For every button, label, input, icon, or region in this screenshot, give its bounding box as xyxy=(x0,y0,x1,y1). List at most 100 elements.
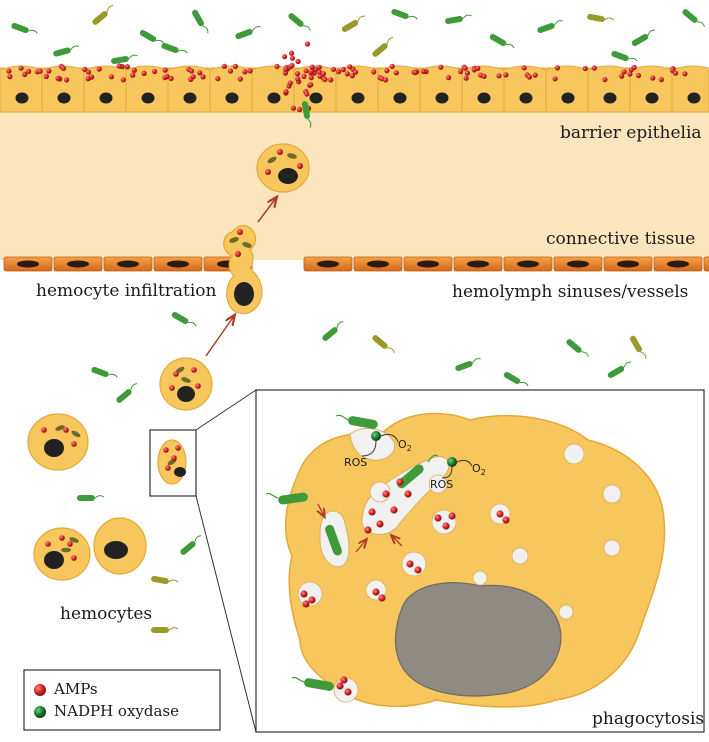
epithelial-nucleus xyxy=(99,92,113,104)
amp-granule xyxy=(304,91,310,97)
bacterium xyxy=(91,366,118,378)
amp-granule xyxy=(446,75,452,81)
label-barrier-epithelia: barrier epithelia xyxy=(560,123,702,143)
amp-granule xyxy=(554,65,561,71)
epithelial-nucleus xyxy=(351,92,365,104)
amp-granule xyxy=(308,82,314,88)
vessel-nucleus xyxy=(317,260,339,268)
epithelial-nucleus xyxy=(603,92,617,104)
vessel-nucleus xyxy=(417,260,439,268)
bacterium xyxy=(92,5,114,25)
bacterium-body xyxy=(235,28,253,40)
epithelial-nucleus xyxy=(267,92,281,104)
bacterium-flagellum xyxy=(168,627,179,631)
bacterium-body xyxy=(180,541,196,555)
amp-granule xyxy=(301,73,307,79)
bacterium-flagellum xyxy=(647,29,656,36)
amp-granule xyxy=(71,555,77,561)
bacterium xyxy=(537,20,563,34)
amp-granule xyxy=(168,75,174,81)
amp-granule xyxy=(82,66,88,72)
amp-granule xyxy=(85,69,92,75)
label-connective-tissue: connective tissue xyxy=(546,229,696,249)
bacterium-flagellum xyxy=(187,321,197,327)
amp-granule xyxy=(43,73,50,79)
amp-granule xyxy=(26,68,32,74)
vacuole xyxy=(401,551,427,577)
bacterium-flagellum xyxy=(307,118,312,128)
amp-granule xyxy=(503,72,509,78)
bacterium xyxy=(372,335,395,353)
hemocyte-granule xyxy=(69,537,79,543)
hemocyte-granule xyxy=(71,430,81,438)
amp-granule xyxy=(295,76,301,82)
bacterium xyxy=(341,15,366,32)
bacterium-body xyxy=(682,9,698,23)
amp-granule xyxy=(390,506,398,514)
nadph-dot-icon xyxy=(34,706,46,718)
bacterium-flagellum xyxy=(462,14,472,19)
vessel-nucleus xyxy=(567,260,589,268)
amp-granule xyxy=(340,66,346,73)
amp-dot-icon xyxy=(34,684,46,696)
amp-granule xyxy=(434,514,442,522)
bacteria-group xyxy=(11,5,705,696)
amp-granule xyxy=(175,445,181,451)
bacterium-body xyxy=(372,335,388,349)
bacterium-body xyxy=(139,30,157,42)
amp-granule xyxy=(673,70,679,76)
bacterium-body xyxy=(77,495,95,501)
bacterium-in-pocket xyxy=(325,524,342,556)
epithelial-nucleus xyxy=(477,92,491,104)
bacterium xyxy=(322,321,344,341)
amp-granule xyxy=(247,68,253,74)
amp-granule xyxy=(621,69,627,75)
hemocyte-granule xyxy=(229,237,239,243)
amp-granule xyxy=(371,69,377,75)
hemocyte-nucleus xyxy=(177,386,195,402)
bacterium-flagellum xyxy=(640,351,647,360)
epithelial-cell-apex xyxy=(587,65,631,71)
bacterium-flagellum xyxy=(628,57,638,62)
amp-granule xyxy=(297,163,303,169)
amp-granule xyxy=(420,68,426,75)
bacterium-flagellum xyxy=(130,383,138,391)
amp-granule xyxy=(124,64,130,70)
amp-granule xyxy=(289,50,295,56)
amp-granule xyxy=(169,385,175,391)
label-ros-1: ROS xyxy=(344,456,368,469)
amp-granule xyxy=(463,75,469,81)
bacterium xyxy=(566,339,589,357)
free-hemocytes xyxy=(27,357,213,581)
bacterium-body xyxy=(341,20,359,32)
amp-granule xyxy=(591,65,597,71)
epithelial-nucleus xyxy=(225,92,239,104)
epithelial-nucleus xyxy=(687,92,701,104)
barrier-epithelia-layer xyxy=(0,41,709,113)
legend-label-amps: AMPs xyxy=(54,680,98,698)
amp-granule xyxy=(221,63,227,69)
o2-arc xyxy=(456,459,473,467)
amp-granule xyxy=(165,465,171,471)
amp-granule xyxy=(316,69,323,75)
amp-granule xyxy=(481,73,487,79)
amp-granule xyxy=(197,70,203,76)
amp-granule xyxy=(303,68,309,74)
amp-granule xyxy=(475,65,481,71)
bacterium xyxy=(372,37,394,57)
amp-granule xyxy=(173,371,179,377)
amp-granule xyxy=(22,71,28,77)
hemocyte-granule xyxy=(287,153,297,159)
hemocyte-nucleus xyxy=(234,282,254,306)
amp-granule xyxy=(382,490,390,498)
amp-granule xyxy=(289,62,295,69)
bacterium xyxy=(611,50,638,62)
bacterium-body xyxy=(566,339,582,353)
bacterium-body xyxy=(372,43,388,57)
amp-granule xyxy=(120,77,126,83)
amp-granule xyxy=(383,77,389,83)
vacuole xyxy=(297,581,323,607)
label-o2-1: O2 xyxy=(398,438,412,454)
epithelial-nucleus xyxy=(393,92,407,104)
amp-granule xyxy=(6,68,12,74)
